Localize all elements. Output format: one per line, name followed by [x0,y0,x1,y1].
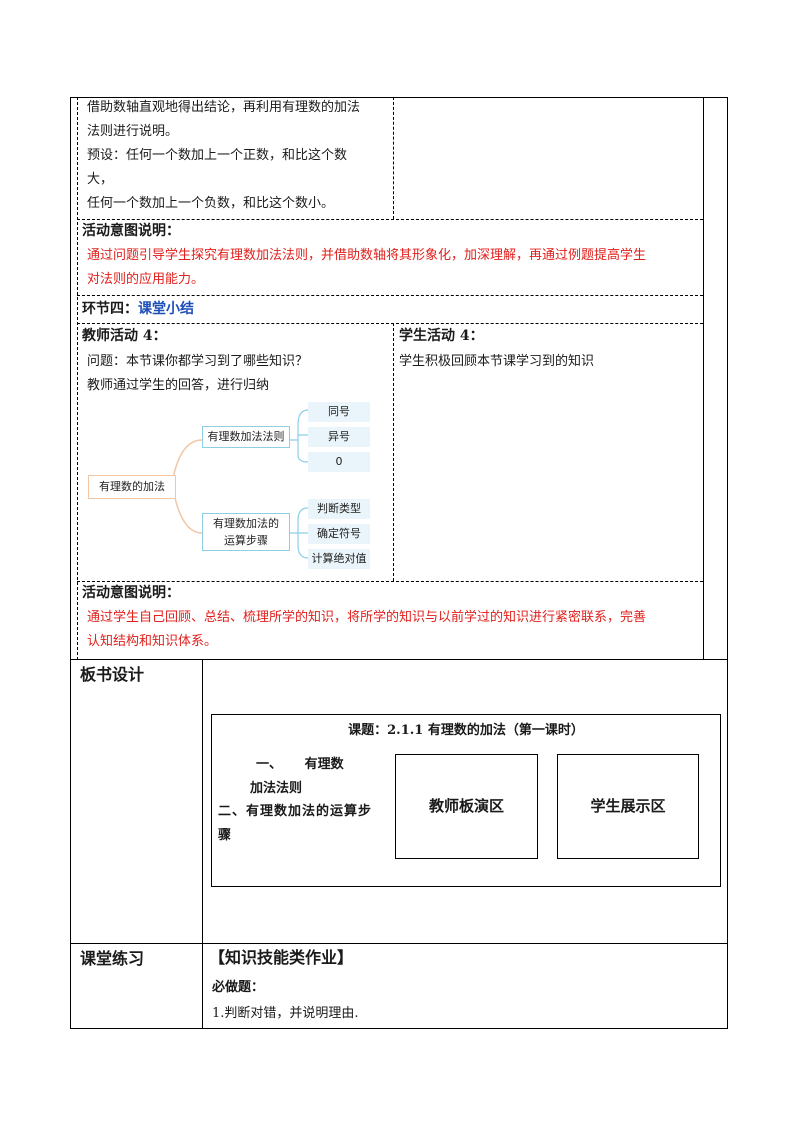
teacher-activity-line: 问题：本节课你都学习到了哪些知识？ [87,354,309,369]
dashed-rule-5 [77,659,703,660]
intent-body-2: 通过学生自己回顾、总结、梳理所学的知识，将所学的知识与以前学过的知识进行紧密联系… [87,606,646,654]
practice-label: 课堂练习 [80,949,145,968]
board-item-2a: 二、有理数加法的运算步 [218,804,373,819]
mindmap-leaf-label: 计算绝对值 [311,552,367,565]
mindmap-leaf-label: 异号 [328,430,350,443]
mindmap-leaf: 判断类型 [308,499,370,519]
inner-right-solid [703,97,704,660]
mindmap-root-label: 有理数的加法 [99,480,165,493]
mindmap-leaf: 异号 [308,427,370,447]
mindmap-root: 有理数的加法 [88,475,176,499]
mindmap-leaf: 确定符号 [308,524,370,544]
teacher-board-area: 教师板演区 [395,754,538,859]
student-activity-title: 学生活动 4： [399,328,484,344]
dashed-rule-2 [77,295,703,296]
student-display-area-label: 学生展示区 [590,797,666,815]
dashed-rule-4 [77,581,703,582]
mindmap-branch-steps-line2: 运算步骤 [224,534,268,547]
step-prefix: 环节四： [82,301,138,317]
teacher-activity-line: 教师通过学生的回答，进行归纳 [87,378,270,393]
dashed-rule-1 [77,219,703,220]
outer-top-border [70,97,728,98]
mindmap-leaf-label: 判断类型 [317,502,361,515]
teacher-line: 大， [87,172,114,187]
board-item-1b: 加法法则 [250,781,303,796]
outer-left-border [70,97,71,1029]
student-activity-body: 学生积极回顾本节课学习到的知识 [399,350,594,374]
board-item-1a: 一、 有理数 [256,757,344,772]
mindmap-leaf-label: 确定符号 [317,527,361,540]
intent-body: 通过问题引导学生探究有理数加法法则，并借助数轴将其形象化，加深理解，再通过例题提… [87,244,646,292]
connector-branch1-leaves [290,409,309,463]
intent-line: 通过学生自己回顾、总结、梳理所学的知识，将所学的知识与以前学过的知识进行紧密联系… [87,610,647,625]
practice-required: 必做题： [212,980,265,995]
mindmap-leaf: 计算绝对值 [308,549,370,569]
step-heading: 环节四：课堂小结 [82,297,194,321]
label-column-divider [202,659,203,1029]
board-design-label: 板书设计 [80,665,145,684]
inner-left-dashed [77,97,78,660]
practice-heading: 【知识技能类作业】 [209,948,354,967]
intent-title-2: 活动意图说明： [82,585,180,601]
teacher-line: 任何一个数加上一个负数，和比这个数小。 [87,196,335,211]
connector-root-branch1 [171,439,203,484]
teacher-board-area-label: 教师板演区 [428,797,504,815]
intent-line: 对法则的应用能力。 [87,272,205,287]
activity-column-divider-top [393,97,394,219]
outer-bottom-border [70,1028,728,1029]
outer-right-border [727,97,728,1029]
mindmap-branch-rule-label: 有理数加法法则 [207,430,285,443]
activity-column-divider-mid [393,323,394,581]
mindmap-leaf: 同号 [308,402,370,422]
practice-question-1: 1.判断对错，并说明理由. [212,1006,359,1021]
teacher-activity-body: 问题：本节课你都学习到了哪些知识？ 教师通过学生的回答，进行归纳 [87,350,308,398]
intent-line: 认知结构和知识体系。 [87,634,218,649]
teacher-line: 法则进行说明。 [87,124,179,139]
mindmap-leaf: 0 [308,452,370,472]
step-name: 课堂小结 [138,301,194,317]
board-title: 课题：2.1.1 有理数的加法（第一课时） [348,723,584,738]
mindmap-branch-rule: 有理数加法法则 [202,426,290,448]
connector-root-branch2 [171,482,203,534]
board-item-2b: 骤 [218,828,232,843]
teacher-line: 预设：任何一个数加上一个正数，和比这个数 [87,148,348,163]
student-display-area: 学生展示区 [557,754,699,859]
intent-title: 活动意图说明： [82,223,180,239]
practice-row-top-border [70,943,728,944]
teacher-line: 借助数轴直观地得出结论，再利用有理数的加法 [87,100,361,115]
teacher-continuation-text: 借助数轴直观地得出结论，再利用有理数的加法 法则进行说明。 预设：任何一个数加上… [87,96,360,216]
mindmap-leaf-label: 0 [335,455,343,468]
student-activity-line: 学生积极回顾本节课学习到的知识 [399,354,595,369]
dashed-rule-3 [77,323,703,324]
connector-branch2-leaves [290,507,309,559]
teacher-activity-title: 教师活动 4： [82,328,167,344]
mindmap-branch-steps-line1: 有理数加法的 [213,517,279,530]
board-frame [211,714,721,887]
mindmap-branch-steps: 有理数加法的 运算步骤 [202,513,290,551]
mindmap-leaf-label: 同号 [328,405,350,418]
intent-line: 通过问题引导学生探究有理数加法法则，并借助数轴将其形象化，加深理解，再通过例题提… [87,248,647,263]
